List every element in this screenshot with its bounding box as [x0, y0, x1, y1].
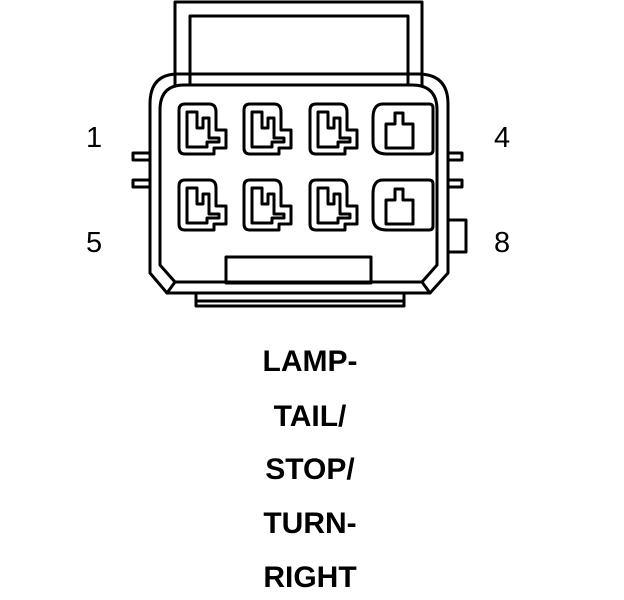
pin-terminal-3: [316, 110, 352, 149]
pin-cavity-8: [371, 178, 435, 232]
pin-cavity-7: [308, 178, 359, 232]
pin-cavity-1: [177, 102, 228, 156]
pin-terminal-8: [384, 187, 415, 226]
pin-terminal-7: [316, 186, 352, 225]
pin-label-4: 4: [494, 122, 511, 154]
caption-line-5: RIGHT: [263, 561, 357, 594]
pin-terminal-1: [185, 110, 221, 149]
lock-slot: [224, 255, 373, 285]
pin-terminal-2: [250, 110, 286, 149]
pin-cavity-5: [177, 178, 228, 232]
pin-terminal-4: [384, 111, 415, 150]
caption-line-1: LAMP-: [262, 345, 358, 378]
side-tabs: [131, 151, 468, 254]
connector-bottom-rail: [194, 291, 406, 308]
pin-terminal-5: [185, 186, 221, 225]
pin-label-1: 1: [86, 122, 103, 154]
caption-line-4: TURN-: [263, 507, 357, 540]
pin-cavity-4: [371, 102, 435, 156]
pin-cavities: [177, 102, 435, 232]
pin-label-8: 8: [494, 227, 511, 259]
pin-cavity-6: [242, 178, 293, 232]
pin-cavity-3: [308, 102, 359, 156]
connector-body: [148, 72, 450, 295]
pin-terminal-6: [250, 186, 286, 225]
connector-diagram: [131, 0, 468, 308]
pin-cavity-2: [242, 102, 293, 156]
caption-line-3: STOP/: [265, 453, 355, 486]
caption-line-2: TAIL/: [273, 400, 347, 433]
pin-label-5: 5: [86, 227, 103, 259]
connector-latch-housing: [173, 0, 424, 87]
